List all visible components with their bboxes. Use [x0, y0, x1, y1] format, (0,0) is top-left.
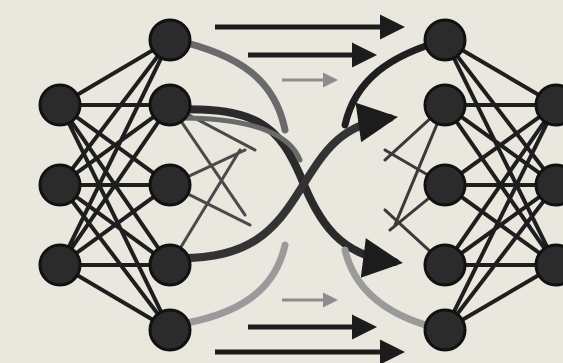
left-network-edge — [58, 103, 172, 332]
node-layer — [38, 18, 563, 352]
right-network-edge — [443, 183, 558, 267]
left-fan-line — [168, 148, 242, 267]
left-network-edge — [58, 103, 172, 187]
left-hidden-node-3 — [148, 163, 192, 207]
left-hidden-node-4 — [148, 243, 192, 287]
right-network-edge — [443, 103, 558, 332]
left-network-edge — [58, 38, 172, 187]
flow-lower-left-to-right — [171, 102, 398, 263]
right-hidden-node-2 — [423, 83, 467, 127]
right-hidden-node-3 — [423, 163, 467, 207]
right-output-node-3 — [534, 243, 563, 287]
left-network-edge — [58, 38, 172, 267]
left-network-edge — [58, 103, 172, 267]
right-network-edge — [443, 38, 558, 267]
flow-top-left-curve — [171, 36, 289, 134]
flow-upper-left-to-right — [166, 105, 403, 278]
flow-bottom-left-curve — [171, 241, 289, 329]
right-network-edge — [443, 38, 558, 187]
right-hidden-node-5 — [423, 308, 467, 352]
arrow-layer — [215, 14, 405, 363]
left-input-node-3 — [38, 243, 82, 287]
left-input-node-1 — [38, 83, 82, 127]
left-network-edge — [58, 183, 172, 332]
right-network-edge — [443, 103, 558, 267]
left-network-edge — [58, 183, 172, 267]
left-hidden-node-2 — [148, 83, 192, 127]
left-hidden-node-5 — [148, 308, 192, 352]
left-hidden-node-1 — [148, 18, 192, 62]
right-network-edge — [443, 103, 558, 187]
right-output-node-2 — [534, 163, 563, 207]
flow-upper-shadow — [177, 115, 303, 163]
right-hidden-node-1 — [423, 18, 467, 62]
left-input-node-2 — [38, 163, 82, 207]
right-hidden-node-4 — [423, 243, 467, 287]
right-fan-line — [393, 103, 447, 227]
right-output-node-1 — [534, 83, 563, 127]
right-network-edge — [443, 183, 558, 332]
flow-layer — [166, 36, 449, 334]
left-fan-line — [168, 103, 247, 217]
